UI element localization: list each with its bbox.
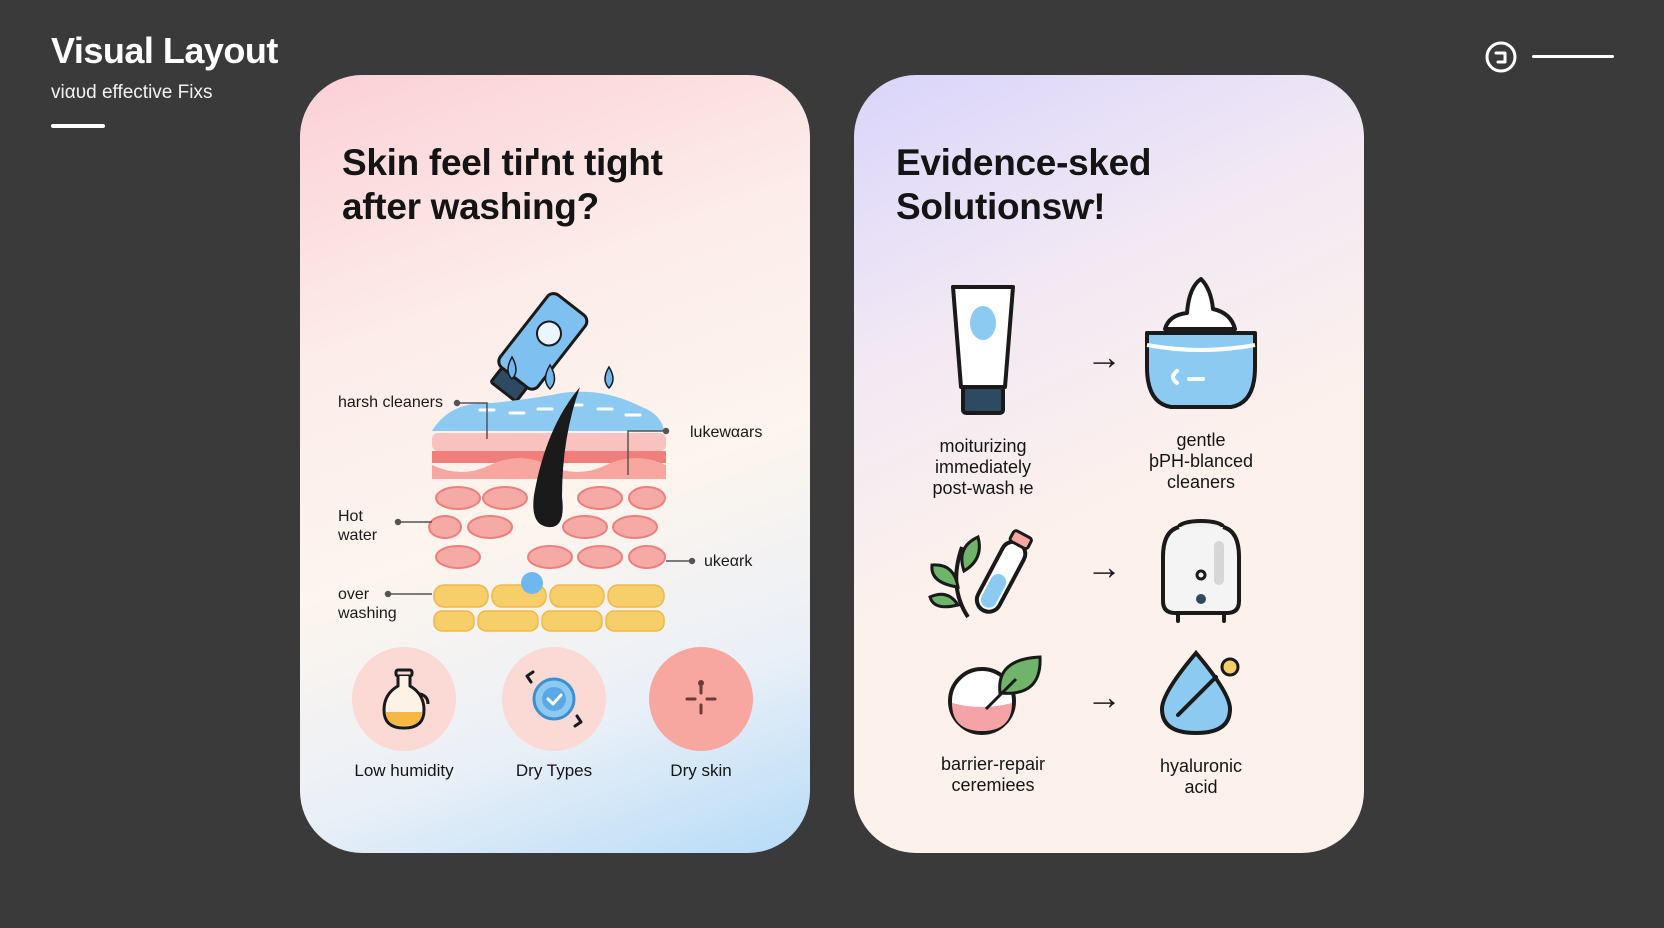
water-drop [544, 363, 556, 391]
solutions-card: Evidence-sked Solutionsⱳ! moiturizing im… [854, 75, 1364, 853]
cause-label: Dry Types [515, 761, 593, 780]
solution-label-line: moiturizing [939, 436, 1027, 456]
plant-serum-icon [928, 529, 1033, 619]
title-underline [51, 124, 105, 128]
solution-label-line: gentle [1176, 430, 1226, 450]
refresh-icon[interactable] [1484, 40, 1518, 74]
solution-label-line: ceremiees [951, 775, 1035, 795]
humidifier-icon [1161, 519, 1241, 623]
solution-label-line: þPH-blanced [1148, 451, 1254, 471]
cause-low-humidity: Low humidity [334, 647, 474, 781]
water-drop [604, 365, 614, 390]
solution-humidifier [1156, 515, 1246, 630]
solution-label: moiturizing immediately post-wash ᵻe [908, 436, 1058, 499]
solution-barrier-repair: barrier-repair ceremiees [918, 653, 1068, 796]
problem-title-line-2: after washing? [342, 186, 599, 227]
cause-label: Dry skin [670, 761, 732, 780]
cause-label: Low humidity [354, 761, 454, 780]
solution-label-line: hyaluronic [1159, 756, 1243, 776]
callout-hot-water-line-1: Hot [338, 508, 363, 525]
solutions-title-line-1: Evidence-sked [896, 142, 1152, 183]
callout-hot-water-line-2: water [338, 527, 378, 544]
solution-label-line: immediately [934, 457, 1032, 477]
callout-ukeark: ukeαrk [704, 553, 753, 570]
cause-dry-skin: Dry skin [631, 647, 771, 781]
solution-gentle-cleaners: gentle þPH-blanced cleaners [1126, 277, 1276, 493]
cause-dry-types: Dry Types [484, 647, 624, 781]
cream-jar-icon [1145, 277, 1257, 409]
problem-title-line-1: Skin feel tiґnt tight [342, 142, 663, 183]
solution-label: hyaluronic acid [1126, 756, 1276, 798]
solutions-card-title: Evidence-sked Solutionsⱳ! [896, 141, 1336, 229]
solution-moisturizing: moiturizing immediately post-wash ᵻe [908, 283, 1058, 499]
water-drop-icon [1159, 649, 1240, 736]
solution-label-line: acid [1184, 777, 1218, 797]
solution-hyaluronic-acid: hyaluronic acid [1126, 649, 1276, 798]
solution-label-line: cleaners [1166, 472, 1236, 492]
arrow-icon: → [1086, 676, 1122, 717]
target-check-icon [502, 647, 606, 751]
dry-skin-icon [649, 647, 753, 751]
water-drop [507, 355, 517, 381]
solution-label-line: post-wash ᵻe [932, 478, 1034, 498]
oil-bottle-icon [352, 647, 456, 751]
problem-card-title: Skin feel tiґnt tight after washing? [342, 141, 782, 229]
callout-over-washing-line-1: over [338, 586, 370, 603]
callout-harsh-cleaners: harsh cleaners [338, 394, 443, 411]
callout-over-washing: over washing [338, 585, 397, 623]
page-title: Visual Layout [51, 30, 278, 71]
solution-plant-serum [928, 527, 1038, 632]
arrow-icon: → [1086, 546, 1122, 587]
menu-line[interactable] [1532, 55, 1614, 58]
barrier-cream-icon [948, 655, 1042, 735]
problem-card: Skin feel tiґnt tight after washing? [300, 75, 810, 853]
tube-icon [951, 285, 1015, 415]
cleanser-tube-icon [490, 292, 589, 403]
solution-label: barrier-repair ceremiees [918, 754, 1068, 796]
callout-over-washing-line-2: washing [338, 605, 397, 622]
solution-label-line: barrier-repair [940, 754, 1046, 774]
callout-lukewars: lukewαars [690, 424, 763, 441]
arrow-icon: → [1086, 336, 1122, 377]
page-subtitle: viαυd effective Fixs [51, 82, 213, 103]
solutions-title-line-2: Solutionsⱳ! [896, 186, 1106, 227]
solution-label: gentle þPH-blanced cleaners [1126, 430, 1276, 493]
callout-hot-water: Hot water [338, 507, 377, 545]
skin-layers-illustration [384, 292, 696, 632]
